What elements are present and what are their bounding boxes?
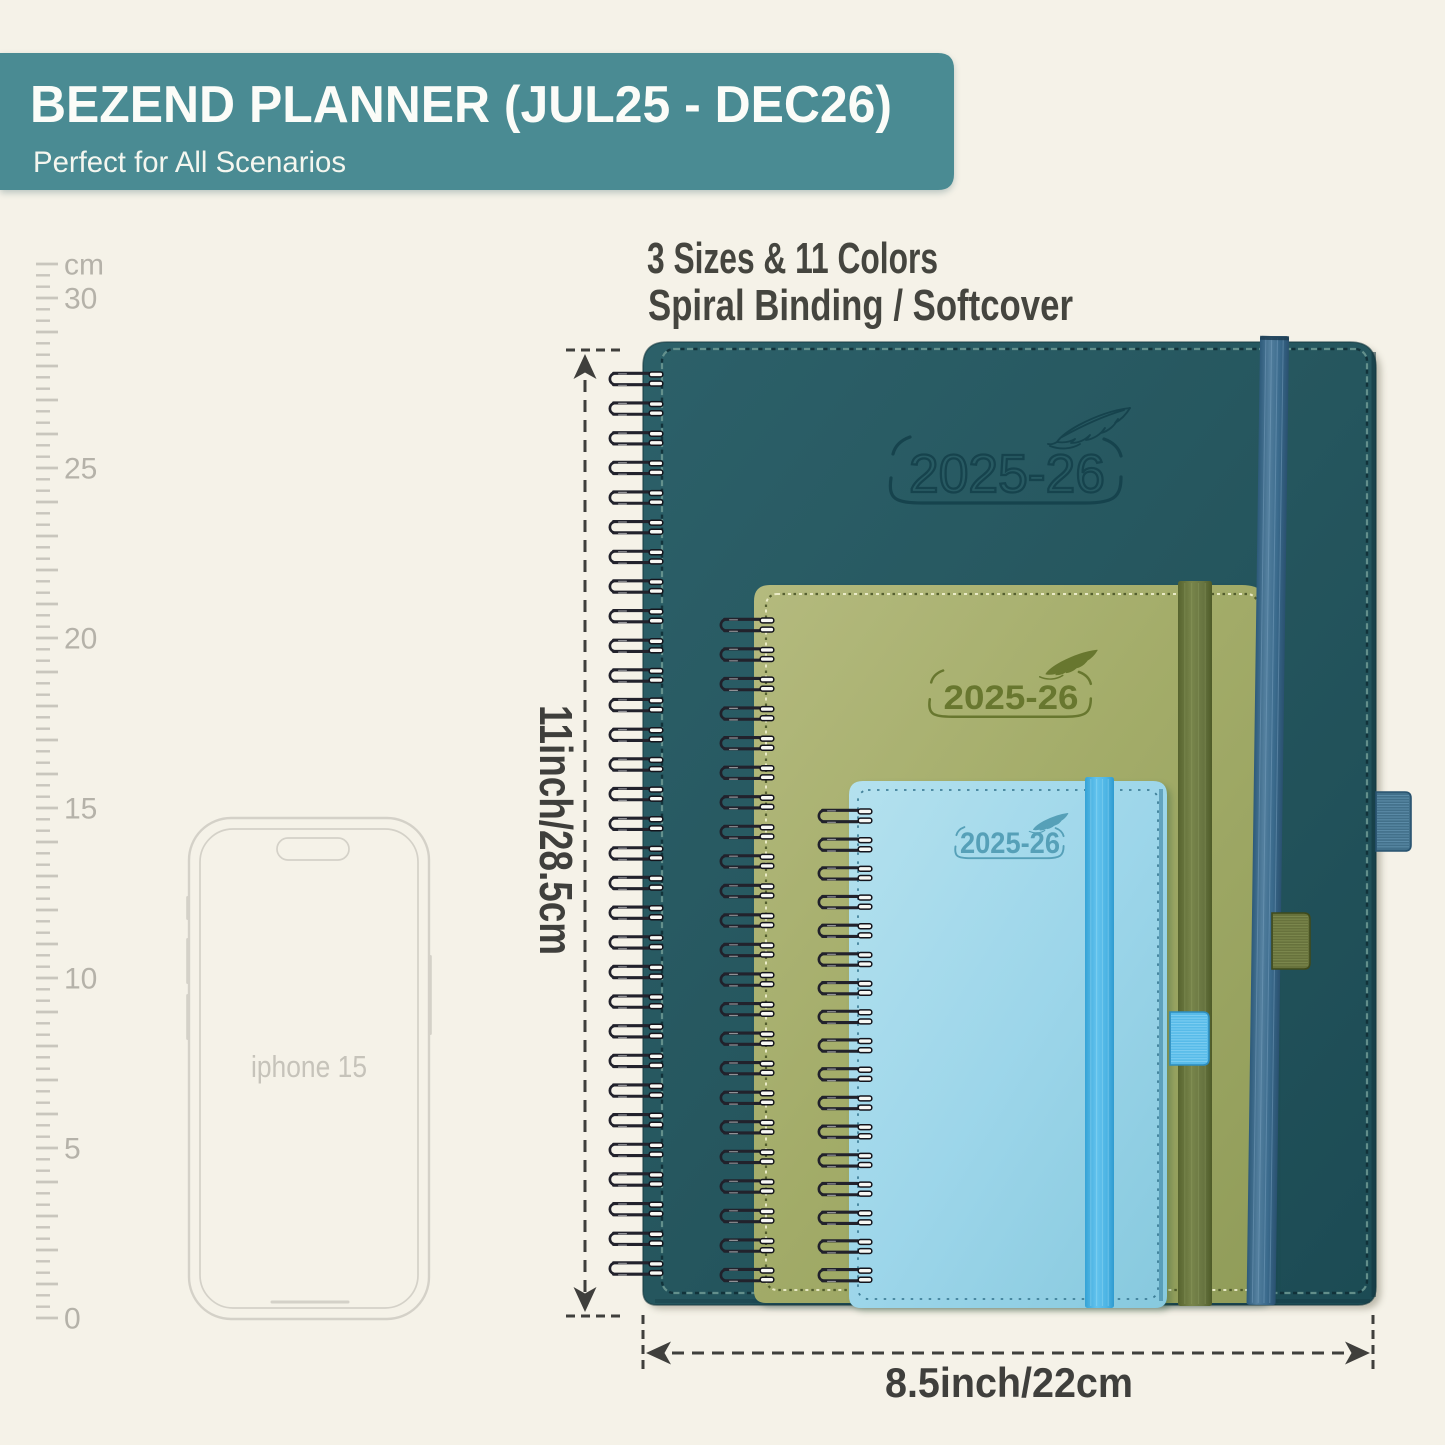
- svg-text:8.5inch/22cm: 8.5inch/22cm: [885, 1359, 1133, 1406]
- svg-text:5: 5: [64, 1133, 81, 1166]
- svg-text:iphone 15: iphone 15: [251, 1049, 367, 1084]
- svg-text:BEZEND PLANNER (JUL25 - DEC26): BEZEND PLANNER (JUL25 - DEC26): [30, 76, 892, 134]
- svg-text:30: 30: [64, 283, 97, 316]
- svg-text:15: 15: [64, 793, 97, 826]
- svg-text:2025-26: 2025-26: [944, 679, 1079, 717]
- svg-text:cm: cm: [64, 249, 104, 282]
- svg-text:10: 10: [64, 963, 97, 996]
- svg-text:11inch/28.5cm: 11inch/28.5cm: [530, 705, 582, 955]
- svg-text:Spiral Binding / Softcover: Spiral Binding / Softcover: [648, 281, 1073, 330]
- svg-text:2025-26: 2025-26: [909, 444, 1105, 504]
- svg-text:20: 20: [64, 623, 97, 656]
- svg-text:3 Sizes & 11 Colors: 3 Sizes & 11 Colors: [647, 234, 938, 283]
- svg-text:Perfect for All Scenarios: Perfect for All Scenarios: [33, 146, 346, 179]
- svg-text:0: 0: [64, 1303, 81, 1336]
- svg-text:25: 25: [64, 453, 97, 486]
- svg-text:2025-26: 2025-26: [960, 827, 1060, 860]
